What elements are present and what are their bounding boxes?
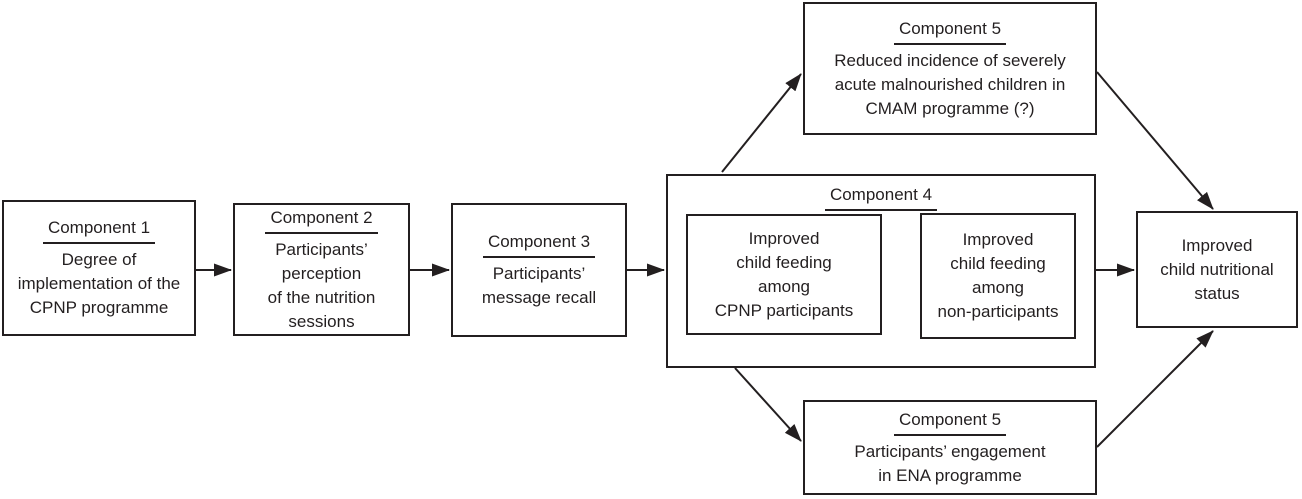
component-5-ena-text: Participants’ engagement in ENA programm… — [854, 441, 1046, 485]
component-3-text: Participants’ message recall — [481, 264, 597, 307]
outcome-text: Improved child nutritional status — [1160, 235, 1274, 303]
component-1-box: Component 1 Degree of implementation of … — [2, 200, 196, 336]
component-4-title: Component 4 — [824, 183, 938, 211]
component-4-non-participants-box: Improved child feeding among non-partici… — [920, 213, 1076, 339]
component-4-cpnp-participants-box: Improved child feeding among CPNP partic… — [686, 214, 882, 335]
arrow-c4-to-c5bottom — [734, 367, 802, 442]
component-1-text: Degree of implementation of the CPNP pro… — [17, 250, 181, 317]
component-5-ena-title: Component 5 — [893, 408, 1007, 436]
component-1-title: Component 1 — [42, 216, 156, 244]
arrow-c4-to-c5top — [721, 73, 802, 173]
arrow-c5top-to-outcome — [1096, 71, 1214, 210]
component-3-box: Component 3 Participants’ message recall — [451, 203, 627, 337]
component-2-title: Component 2 — [265, 206, 378, 234]
component-5-cmam-box: Component 5 Reduced incidence of severel… — [803, 2, 1097, 135]
component-5-cmam-text: Reduced incidence of severely acute maln… — [834, 50, 1066, 118]
component-2-text: Participants’ perception of the nutritio… — [267, 239, 376, 331]
component-3-title: Component 3 — [482, 230, 596, 258]
component-5-ena-box: Component 5 Participants’ engagement in … — [803, 400, 1097, 495]
component-2-box: Component 2 Participants’ perception of … — [233, 203, 410, 336]
outcome-box: Improved child nutritional status — [1136, 211, 1298, 328]
component-5-cmam-title: Component 5 — [893, 17, 1007, 45]
component-4-non-participants-text: Improved child feeding among non-partici… — [937, 230, 1059, 321]
arrow-c5bottom-to-outcome — [1096, 330, 1214, 448]
component-4-cpnp-participants-text: Improved child feeding among CPNP partic… — [714, 228, 854, 320]
